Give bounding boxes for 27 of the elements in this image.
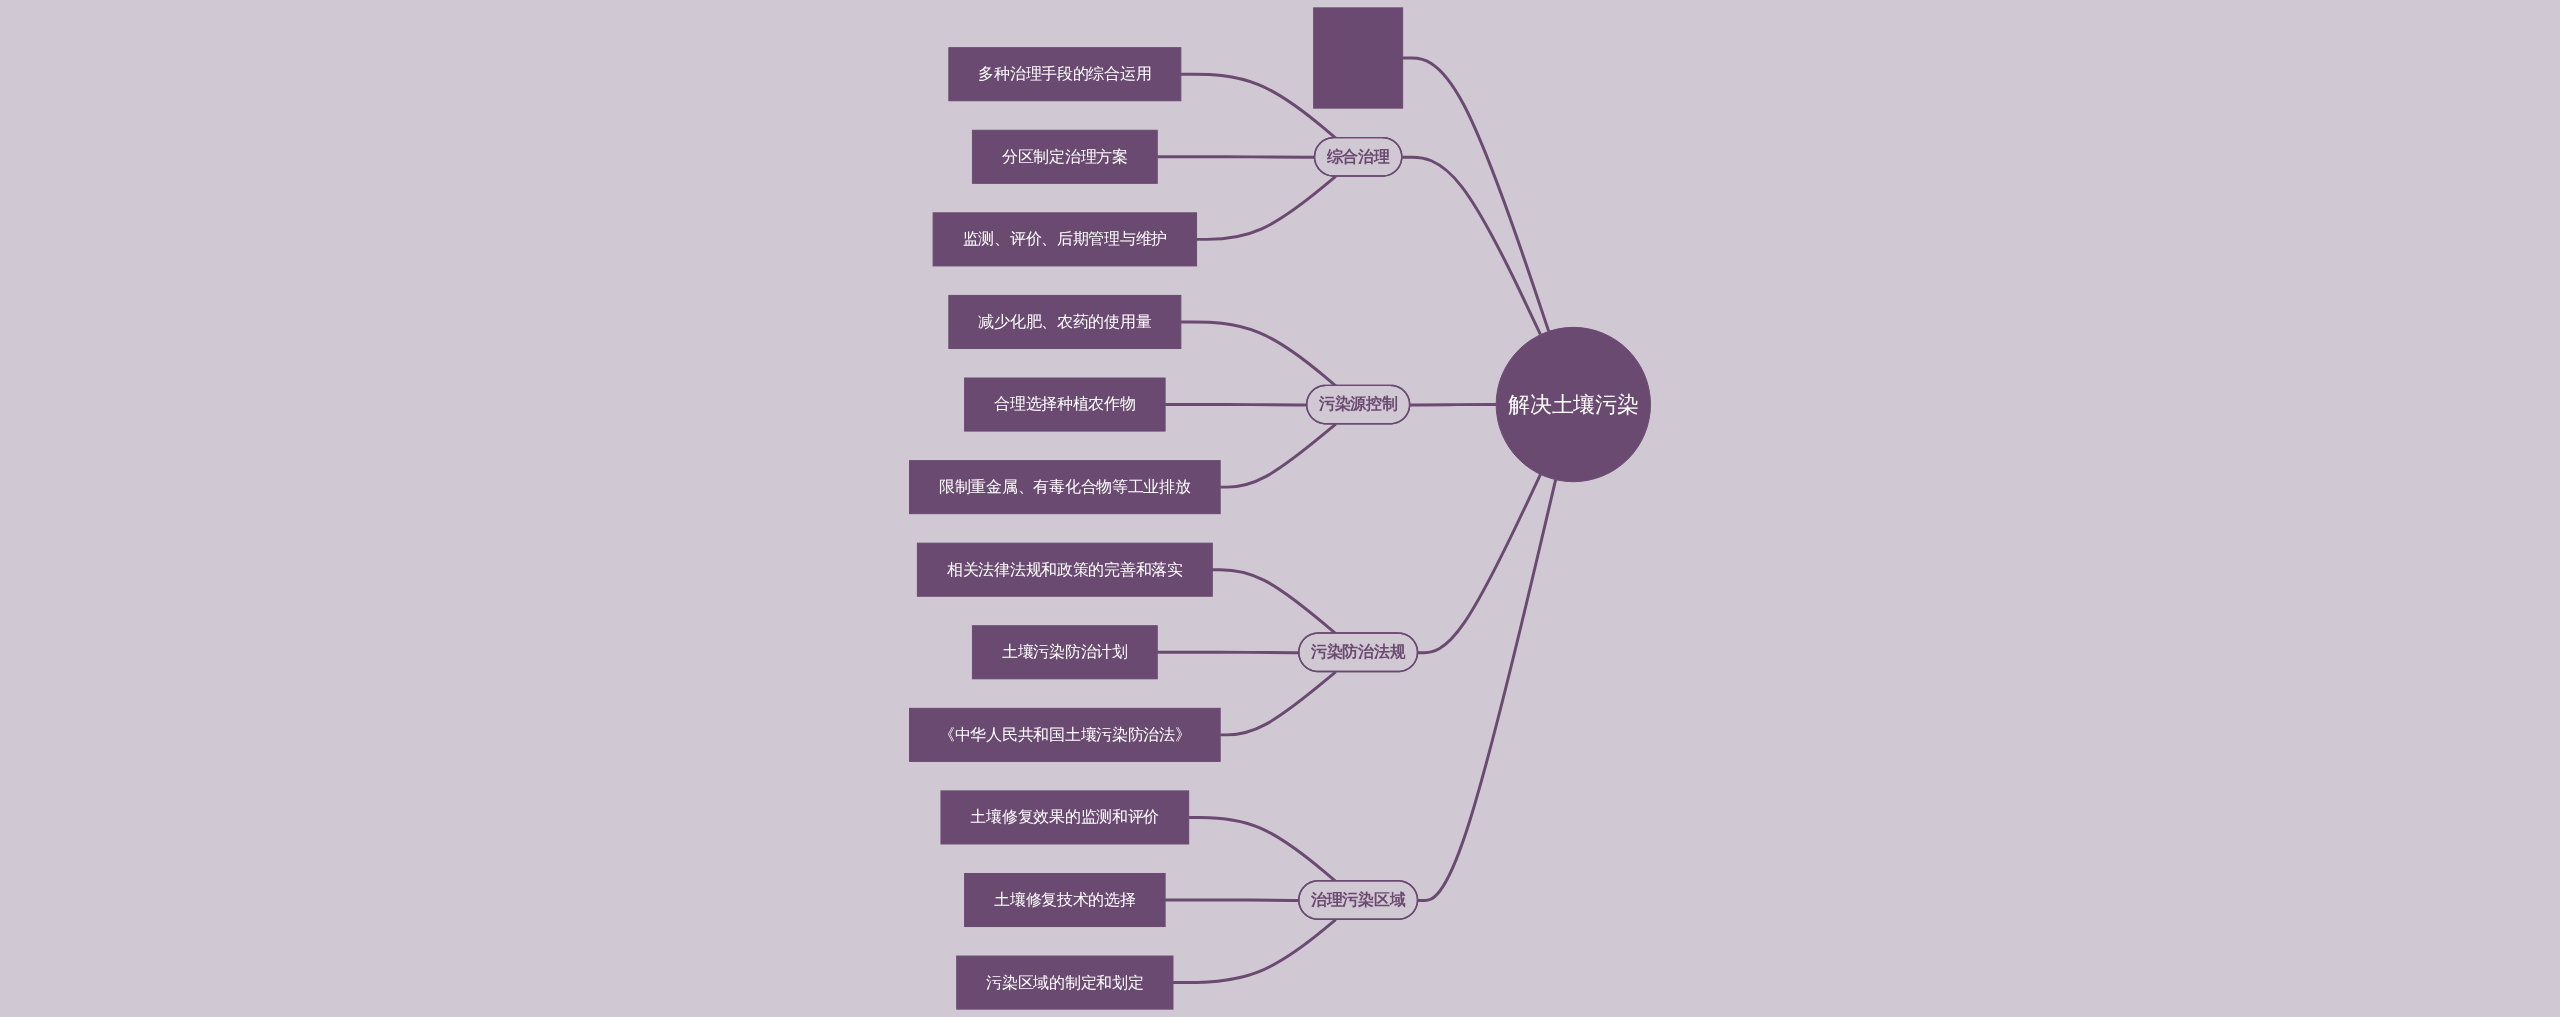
connector — [1402, 56, 1551, 332]
node-box: 分区制定治理方案 — [971, 129, 1158, 184]
node-box: 土壤污染防治计划 — [971, 625, 1158, 680]
node-box: 土壤修复效果的监测和评价 — [940, 790, 1190, 845]
connector — [1220, 670, 1337, 737]
node-box: 多种治理手段的综合运用 — [948, 47, 1182, 102]
node-box: 监测、评价、后期管理与维护 — [932, 212, 1198, 267]
connector — [1173, 918, 1337, 985]
connector — [1417, 473, 1542, 655]
connector — [1220, 423, 1337, 489]
connector — [1196, 175, 1337, 241]
node-box: 限制重金属、有毒化合物等工业排放 — [909, 460, 1221, 515]
node-box: 《中华人民共和国土壤污染防治法》 — [909, 707, 1221, 762]
node-circle: 解决土壤污染 — [1495, 326, 1651, 483]
connector — [1410, 403, 1497, 407]
node-box: 土壤修复技术的选择 — [964, 873, 1166, 928]
connector — [1417, 479, 1558, 902]
node-box: 污染区域的制定和划定 — [956, 955, 1174, 1010]
connector — [1402, 155, 1542, 336]
connector — [1165, 898, 1300, 902]
node-box — [1313, 7, 1404, 109]
connector — [1157, 650, 1300, 655]
node-box: 相关法律法规和政策的完善和落实 — [916, 542, 1213, 597]
node-box: 合理选择种植农作物 — [964, 377, 1166, 432]
connector — [1212, 568, 1337, 635]
node-box: 减少化肥、农药的使用量 — [948, 294, 1182, 349]
connector — [1180, 320, 1337, 387]
